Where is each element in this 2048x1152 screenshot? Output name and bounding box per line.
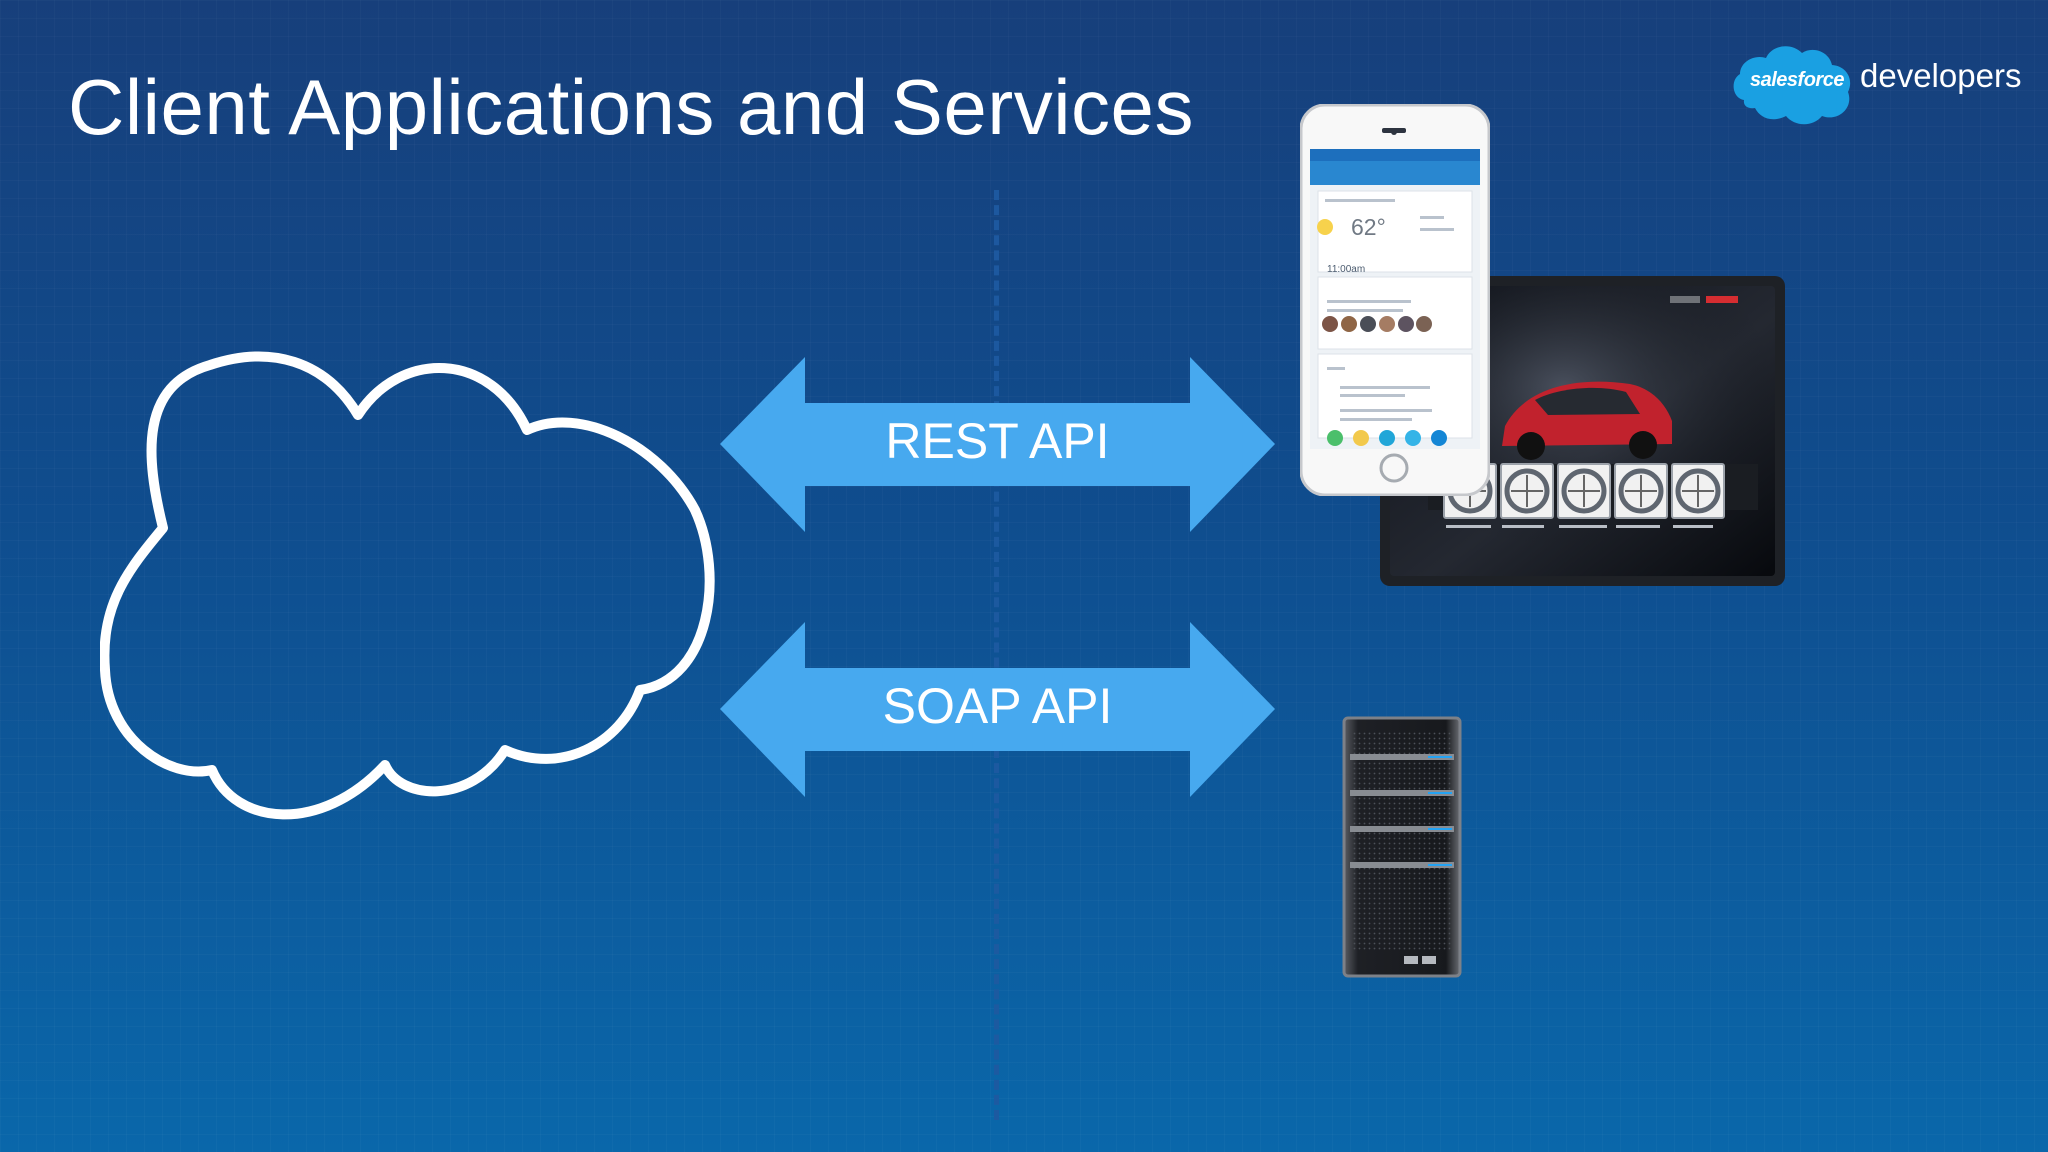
salesforce-cloud-outline-icon: [100, 351, 715, 820]
event-time: 11:00am: [1327, 264, 1366, 275]
rest-api-connection: REST API: [720, 357, 1275, 532]
system-boundary-divider: [994, 190, 999, 1120]
developers-logo-text: developers: [1860, 57, 2022, 94]
soap-api-connection: SOAP API: [720, 622, 1275, 797]
salesforce-developers-logo: salesforce developers: [1730, 38, 2022, 130]
slide-title: Client Applications and Services: [68, 63, 1194, 151]
salesforce-logo-text: salesforce: [1750, 69, 1844, 91]
weather-temperature: 62°: [1351, 214, 1386, 240]
bidirectional-arrow-icon: [720, 357, 1275, 532]
salesforce-cloud-logo-icon: [1733, 46, 1851, 125]
smartphone-device: 62° 11:00am: [1299, 103, 1491, 497]
rest-api-label: REST API: [885, 413, 1110, 469]
smartphone-device-icon: [1299, 103, 1491, 497]
bidirectional-arrow-icon: [720, 622, 1275, 797]
server-icon: [1342, 716, 1462, 978]
soap-api-label: SOAP API: [882, 678, 1113, 734]
